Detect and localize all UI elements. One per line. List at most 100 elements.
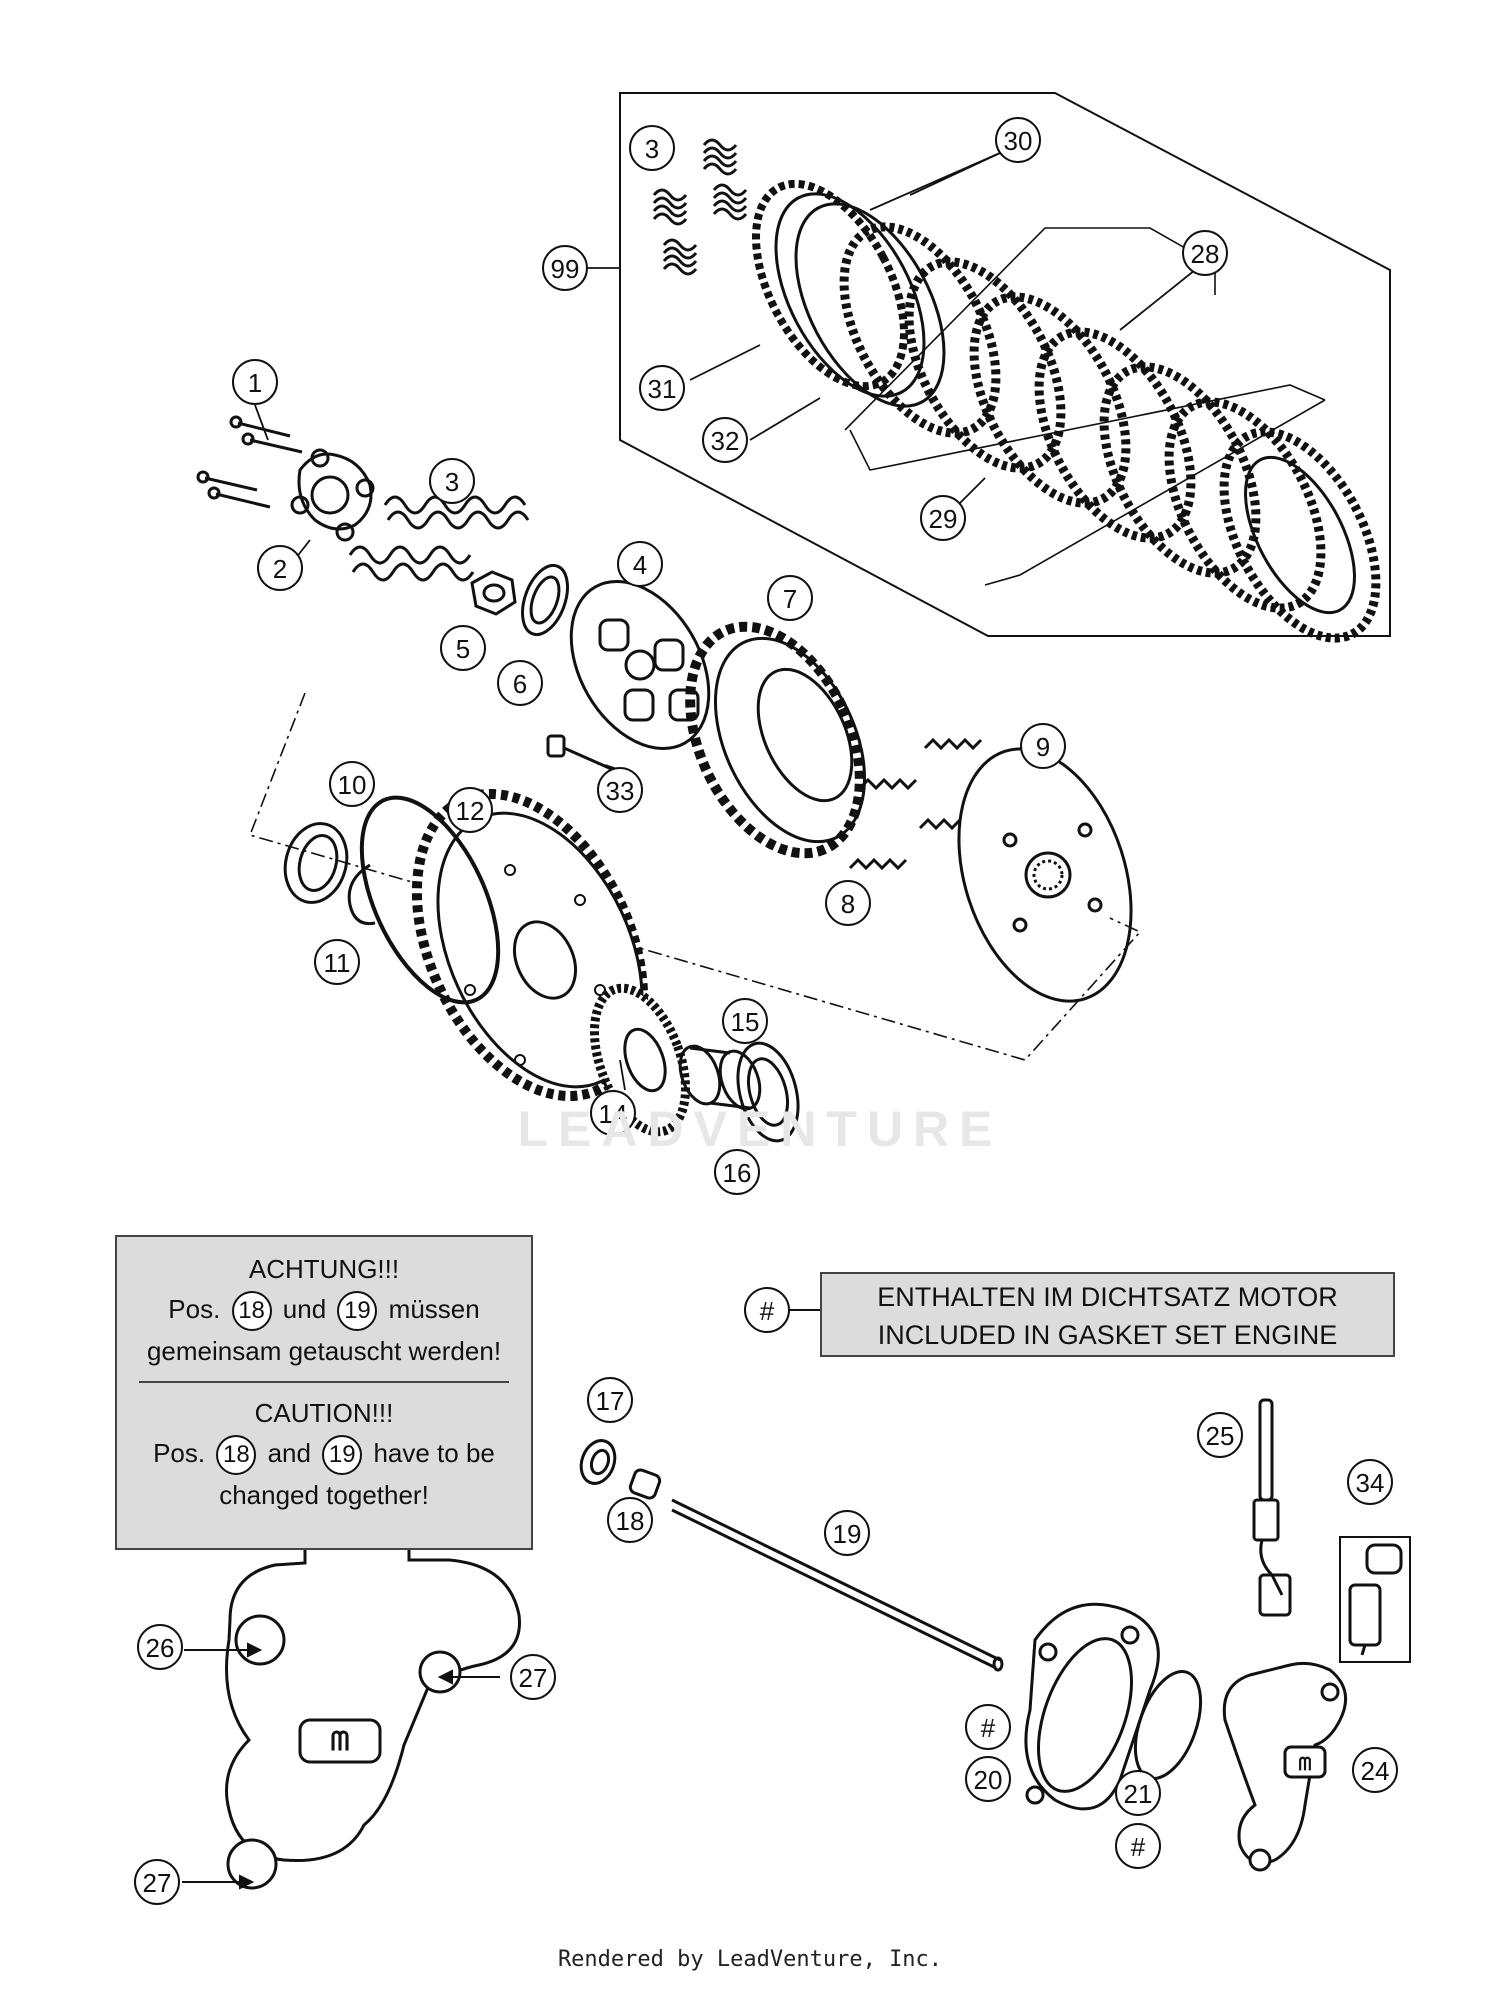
push-rod [671,1498,1004,1672]
part-callout-31: 31 [639,365,685,411]
part-callout-14: 14 [590,1090,636,1136]
part-callout-12: 12 [447,787,493,833]
footer-credit: Rendered by LeadVenture, Inc. [557,1947,943,1972]
callout-circle [137,1624,183,1670]
part-callout-9: 9 [1020,723,1066,769]
gasket-set-marker: # [1115,1823,1161,1869]
warning-mid-en: and [267,1438,311,1469]
watermark: LEADVENTURE [517,1101,1003,1157]
callout-circle [714,1149,760,1195]
part-callout-24: 24 [1352,1747,1398,1793]
part-callout-3: 3 [629,125,675,171]
callout-label: 29 [929,504,958,534]
part-callout-19: 19 [824,1510,870,1556]
part-callout-20: 20 [965,1756,1011,1802]
part-callout-21: 21 [1115,1770,1161,1816]
svg-text:ᗰ: ᗰ [1299,1754,1312,1774]
bleeder-hose [1252,1398,1292,1617]
callout-label: 17 [596,1386,625,1416]
gasket-legend: ENTHALTEN IM DICHTSATZ MOTOR INCLUDED IN… [820,1272,1395,1357]
callout-label: 19 [833,1519,862,1549]
shaft-seal [283,822,349,904]
callout-circle [825,880,871,926]
callout-circle [542,245,588,291]
callout-circle [920,495,966,541]
slave-cylinder-large: ᗰ [225,1514,521,1890]
part-callout-3: 3 [429,458,475,504]
clutch-kit-frame [619,92,1391,637]
washer [521,563,569,637]
nut [470,570,517,616]
part-callout-26: 26 [137,1624,183,1670]
callout-label: 31 [648,374,677,404]
gasket-legend-en: INCLUDED IN GASKET SET ENGINE [877,1320,1338,1350]
needle-bearing [678,1044,762,1111]
callout-label: 18 [616,1506,645,1536]
callout-circle [629,125,675,171]
spring-retainer-plate [290,448,375,542]
callout-label: 28 [1191,239,1220,269]
gasket-set-marker: # [744,1287,790,1333]
pressure-bolts [196,415,303,509]
callout-label: 8 [841,889,855,919]
kit-leader-lines [844,227,1326,586]
callout-circle [767,575,813,621]
callout-label: 10 [338,770,367,800]
part-callout-34: 34 [1347,1459,1393,1505]
warning-pre-en: Pos. [153,1438,206,1469]
callout-circle [1115,1823,1161,1869]
warning-post-en: have to be [373,1438,495,1469]
callout-circle [1115,1770,1161,1816]
callout-circle [722,998,768,1044]
callout-label: # [981,1713,996,1743]
callout-label: 11 [324,948,351,978]
callout-label: 27 [519,1663,548,1693]
callout-label: # [1131,1832,1146,1862]
warning-line1-de: Pos. 18 und 19 müssen [117,1289,531,1332]
callout-label: # [760,1296,775,1326]
warning-post-de: müssen [388,1294,480,1324]
warning-pre-de: Pos. [168,1294,221,1324]
callout-label: 3 [645,134,659,164]
callout-circle [995,117,1041,163]
part-callout-99: 99 [542,245,588,291]
ref-bubble-18: 18 [216,1435,257,1476]
warning-line2-de: gemeinsam getauscht werden! [146,1336,502,1367]
callout-circle [497,660,543,706]
damper-flange [957,747,1133,1003]
callout-label: 5 [456,634,470,664]
slave-cylinder-small: ᗰ [1222,1661,1348,1872]
callout-circle [824,1510,870,1556]
part-callout-28: 28 [1182,230,1228,276]
callout-label: 9 [1036,732,1050,762]
callout-label: 15 [731,1007,760,1037]
part-callout-5: 5 [440,625,486,671]
release-bearing [579,1439,617,1485]
callout-circle [1352,1747,1398,1793]
part-callout-17: 17 [587,1377,633,1423]
gasket-legend-de: ENTHALTEN IM DICHTSATZ MOTOR [877,1282,1338,1312]
callout-label: 26 [146,1633,175,1663]
clutch-springs [348,495,530,582]
warning-mid-de: und [282,1294,327,1324]
clutch-inner-hub [569,579,711,751]
callout-circle [314,939,360,985]
part-callout-4: 4 [617,541,663,587]
part-callout-16: 16 [714,1149,760,1195]
callout-circle [965,1704,1011,1750]
part-callout-27: 27 [134,1859,180,1905]
part-callout-7: 7 [767,575,813,621]
callout-circle [1182,230,1228,276]
part-callout-10: 10 [329,761,375,807]
callout-circle [590,1090,636,1136]
warning-title-en: CAUTION!!! [254,1398,394,1429]
callout-circle [587,1377,633,1423]
thrust-washer [736,1041,800,1143]
callout-circle [134,1859,180,1905]
callout-circle [329,761,375,807]
callout-label: 7 [783,584,797,614]
callout-label: 21 [1124,1779,1153,1809]
bleeder-kit [1348,1543,1403,1656]
callout-label: 99 [551,254,580,284]
